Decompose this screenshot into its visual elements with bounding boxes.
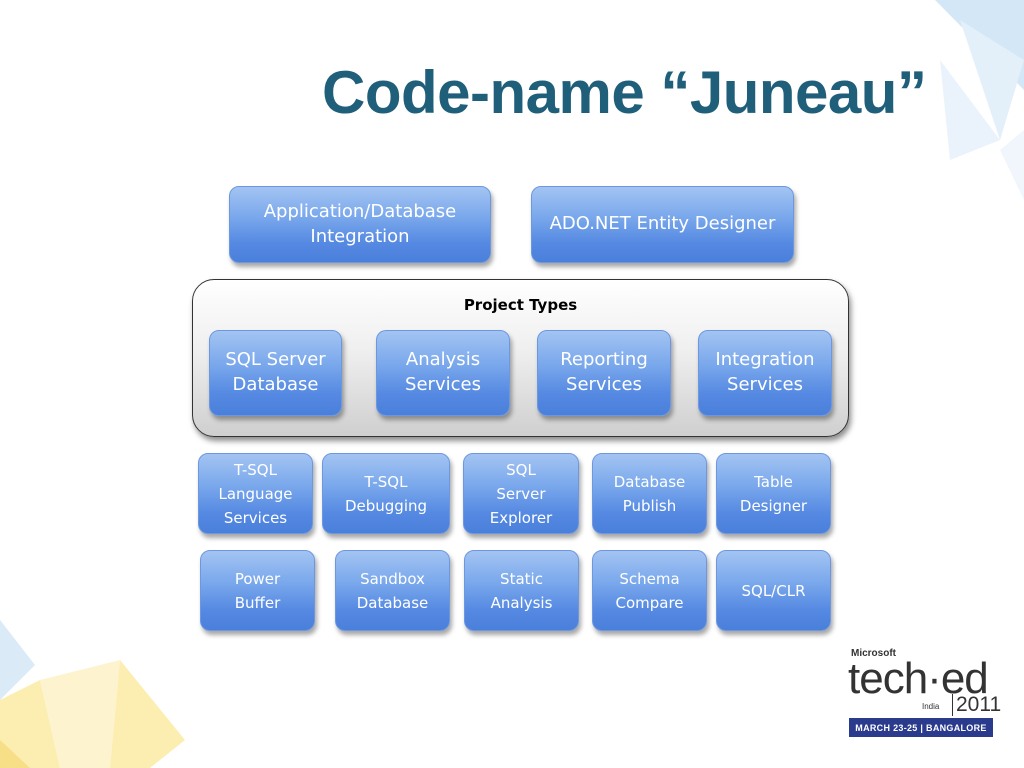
logo-region: India [922,702,940,711]
box-label: Table Designer [739,472,808,515]
reporting-services-box[interactable]: Reporting Services [537,330,671,416]
sql-server-database-box[interactable]: SQL Server Database [209,330,342,416]
decor-triangle-bottom-left-3 [40,660,120,768]
box-label: T-SQL Debugging [344,472,428,515]
schema-compare-box[interactable]: Schema Compare [592,550,707,631]
box-label: Power Buffer [234,569,281,612]
decor-triangle-top-right-2 [960,20,1024,140]
logo-brand: Microsoft [851,648,896,659]
decor-triangle-top-right-3 [940,60,1000,160]
decor-triangle-bottom-left-4 [110,660,185,768]
box-label: Static Analysis [490,569,553,612]
box-label: Analysis Services [405,349,481,395]
box-label: SQL Server Explorer [489,460,553,527]
box-label: Reporting Services [560,349,648,395]
box-label: Database Publish [613,472,686,515]
box-label: Sandbox Database [356,569,429,612]
integration-services-box[interactable]: Integration Services [698,330,832,416]
box-label: Integration Services [715,349,815,395]
box-label: SQL Server Database [225,349,326,395]
logo-year: 2011 [952,694,1001,716]
database-publish-box[interactable]: Database Publish [592,453,707,534]
t-sql-debugging-box[interactable]: T-SQL Debugging [322,453,450,534]
logo-name: tech·ed [848,654,989,703]
project-types-label: Project Types [463,296,578,314]
decor-triangle-bottom-left-5 [0,740,30,768]
t-sql-language-services-box[interactable]: T-SQL Language Services [198,453,313,534]
sandbox-database-box[interactable]: Sandbox Database [335,550,450,631]
slide-title: Code-name “Juneau” [322,59,927,126]
box-label: ADO.NET Entity Designer [549,213,776,235]
teched-logo: Microsoft tech·ed India 2011 MARCH 23-25… [848,644,1001,744]
static-analysis-box[interactable]: Static Analysis [464,550,579,631]
box-label: Application/Database Integration [263,200,457,247]
box-label: Schema Compare [615,569,684,612]
ado-net-entity-designer-box[interactable]: ADO.NET Entity Designer [531,186,794,263]
power-buffer-box[interactable]: Power Buffer [200,550,315,631]
application-database-integration-box[interactable]: Application/Database Integration [229,186,491,263]
decor-triangle-bottom-left-1 [0,620,35,700]
sql-server-explorer-box[interactable]: SQL Server Explorer [463,453,579,534]
table-designer-box[interactable]: Table Designer [716,453,831,534]
box-label: SQL/CLR [741,581,806,600]
logo-date-banner: MARCH 23-25 | BANGALORE [849,718,993,737]
box-label: T-SQL Language Services [218,460,293,527]
decor-triangle-top-right-4 [1000,130,1024,200]
sql-clr-box[interactable]: SQL/CLR [716,550,831,631]
analysis-services-box[interactable]: Analysis Services [376,330,510,416]
